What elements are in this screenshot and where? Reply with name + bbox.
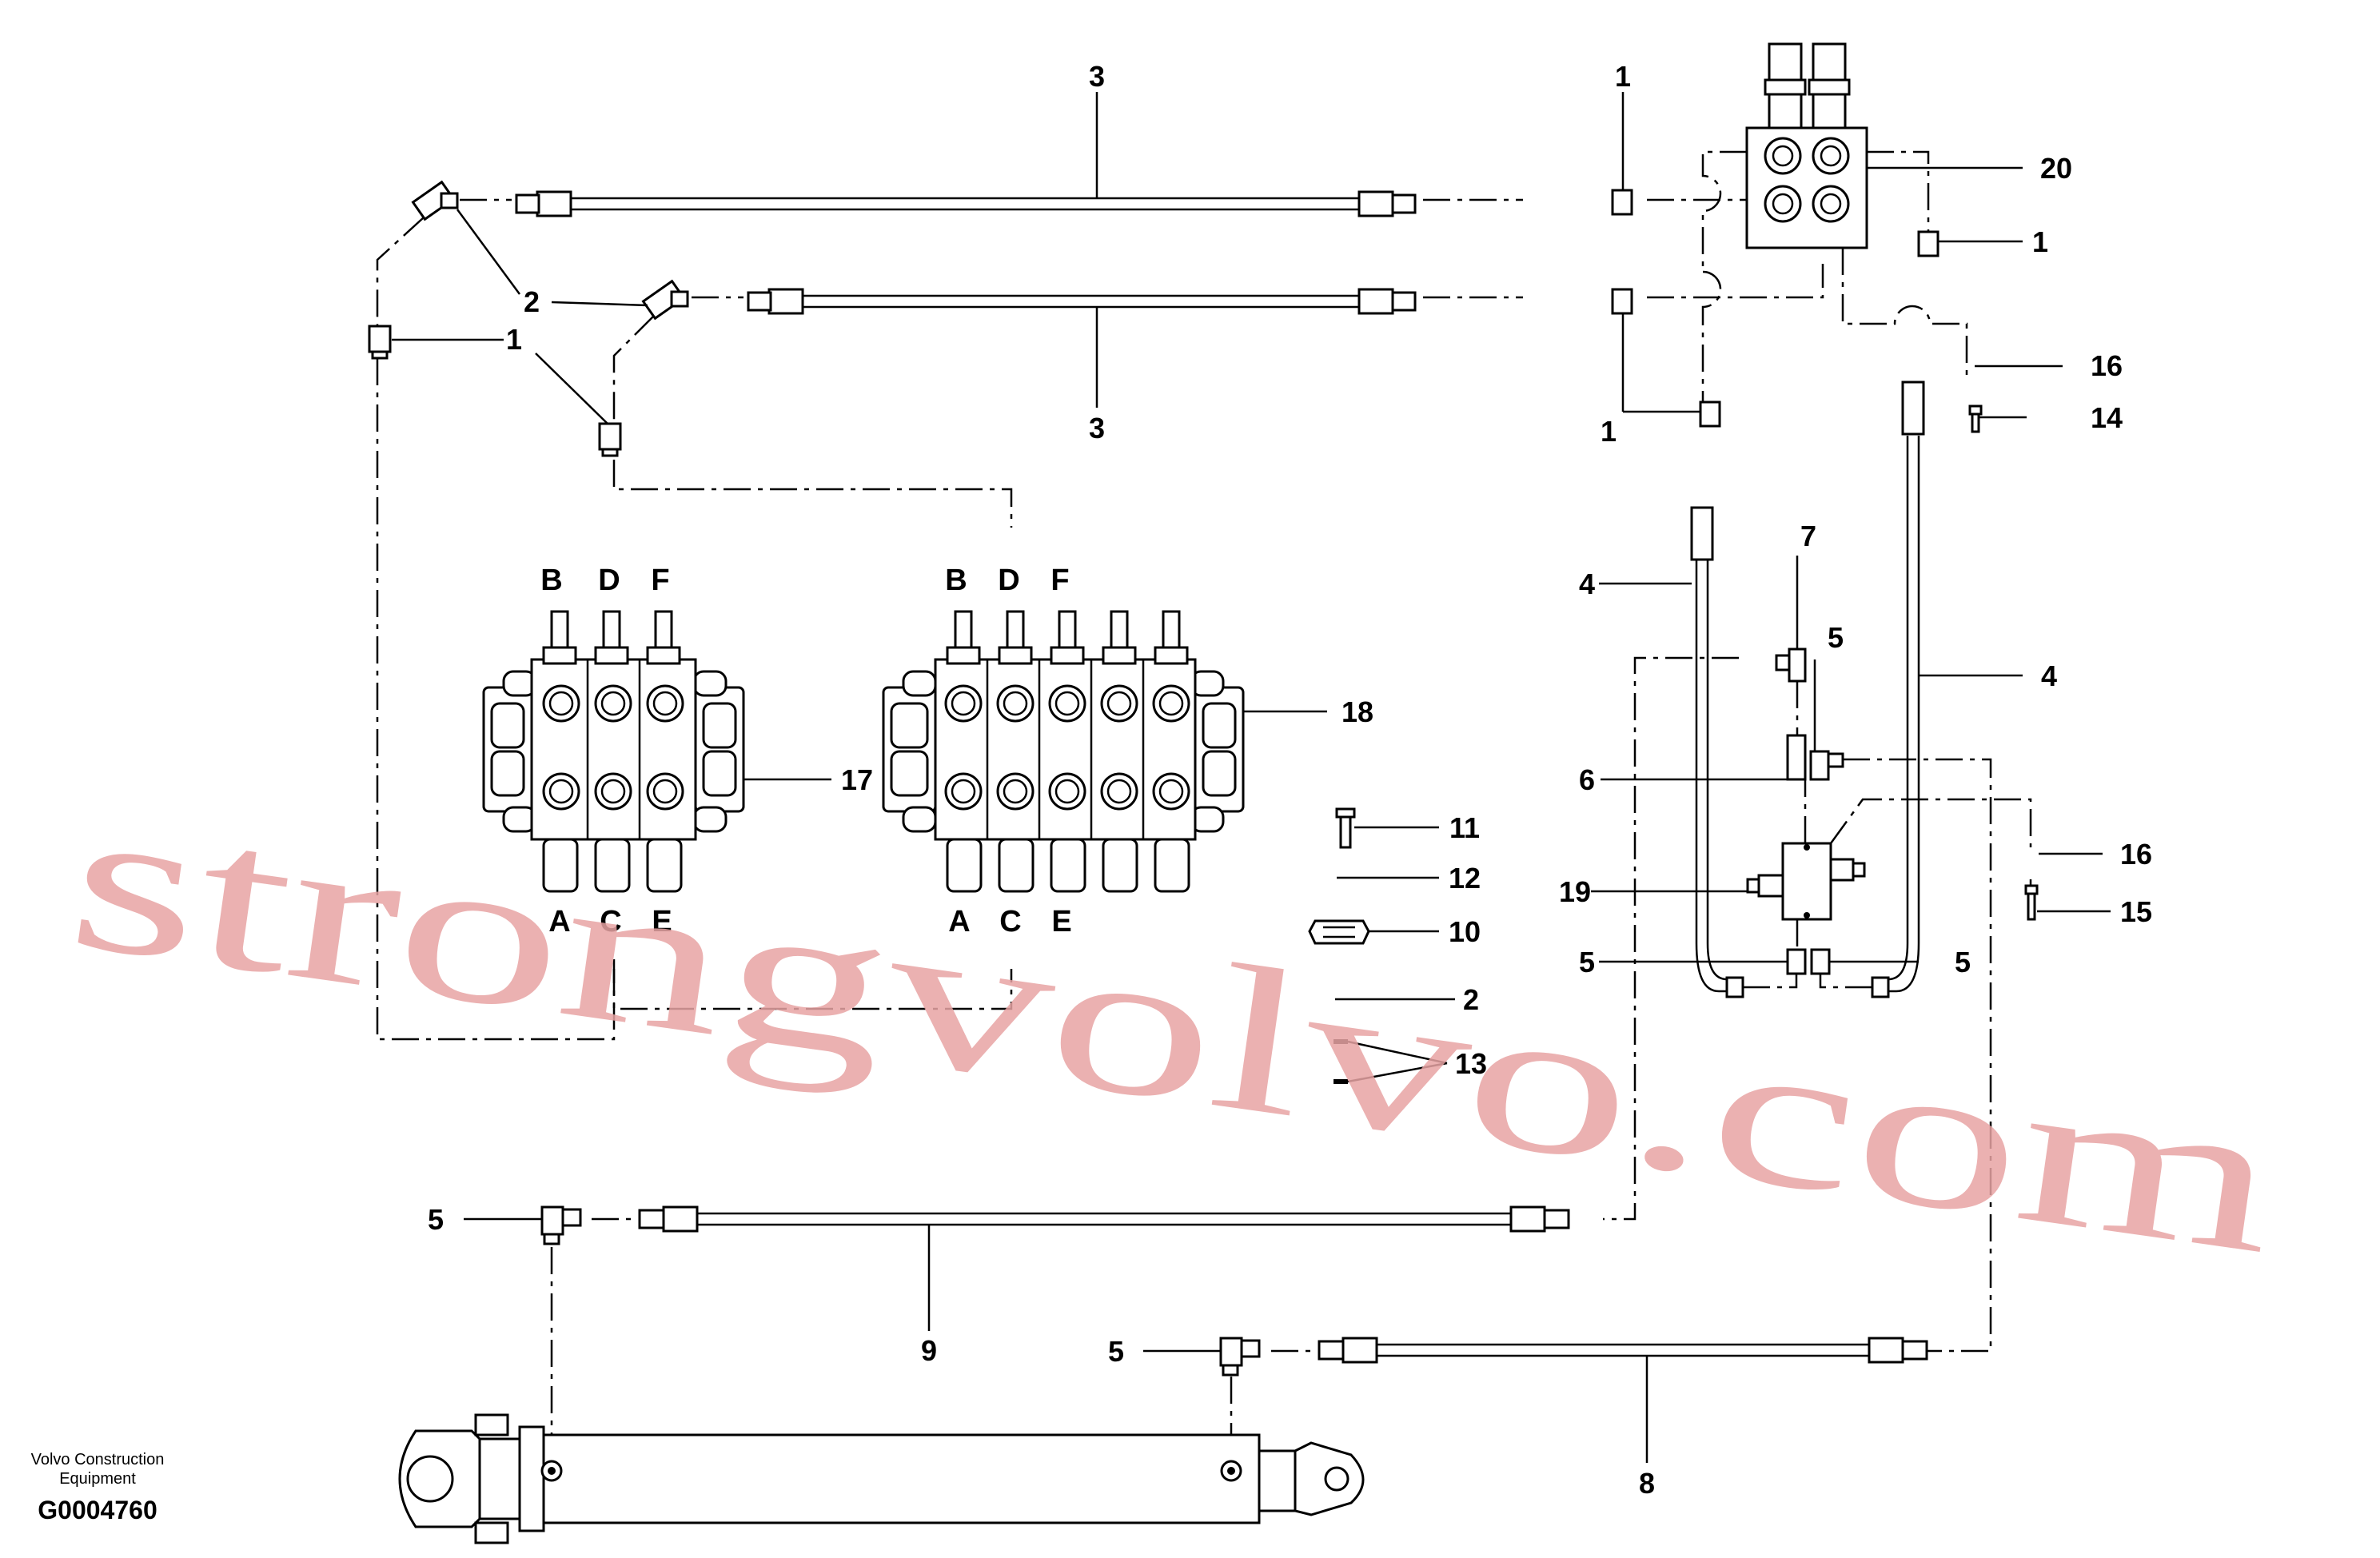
callout-14: 14 (2091, 401, 2123, 434)
port-label-a-right: A (948, 905, 970, 938)
callout-20: 20 (2040, 152, 2072, 185)
port-label-a-left: A (548, 905, 570, 938)
fitting-block-1 (1611, 189, 1633, 216)
callout-13: 13 (1455, 1047, 1487, 1080)
hose-9 (638, 1205, 1570, 1233)
cable-tie-13a (1334, 1039, 1348, 1044)
control-valve-5-section (882, 610, 1245, 893)
port-label-b-right: B (945, 564, 967, 597)
brand-line-2: Equipment (59, 1470, 136, 1488)
port-label-d-left: D (598, 564, 620, 597)
hose-8 (1318, 1337, 1928, 1364)
hose-vertical-right (1871, 381, 1925, 998)
callout-16-bottom: 16 (2120, 838, 2152, 871)
tee-fitting-6 (1786, 734, 1807, 781)
hydraulic-cylinder (398, 1413, 1365, 1544)
port-label-b-left: B (540, 564, 562, 597)
fitting-block-4 (1699, 400, 1721, 428)
port-label-e-left: E (652, 905, 672, 938)
tee-fitting-7 (1788, 648, 1807, 683)
port-label-e-right: E (1051, 905, 1071, 938)
cylinder-elbow-head (1219, 1337, 1261, 1377)
port-label-d-right: D (998, 564, 1019, 597)
control-valve-3-section (482, 610, 745, 893)
hose-lower (747, 288, 1417, 315)
callout-17: 17 (841, 763, 873, 796)
callout-6: 6 (1579, 763, 1595, 796)
callout-5-rod: 5 (428, 1203, 444, 1236)
straight-fitting-center (598, 422, 622, 457)
callout-16-top: 16 (2091, 349, 2123, 382)
callout-2-small: 2 (1463, 983, 1479, 1016)
bolt-11 (1335, 807, 1356, 849)
cable-tie-13b (1334, 1079, 1348, 1084)
elbow-fitting-lower (641, 279, 689, 321)
callout-5-head: 5 (1108, 1335, 1124, 1368)
callout-5-lower-right: 5 (1955, 946, 1971, 978)
hose-upper (515, 190, 1417, 217)
callout-1-left: 1 (506, 323, 522, 356)
bolt-15 (2024, 884, 2039, 921)
fitting-block-3 (1917, 230, 1939, 257)
callout-12: 12 (1449, 862, 1481, 895)
callout-5-upper: 5 (1828, 621, 1844, 654)
callout-8: 8 (1639, 1467, 1655, 1500)
check-valve-manifold (1746, 842, 1866, 921)
callout-11: 11 (1449, 811, 1480, 844)
callout-19: 19 (1559, 875, 1591, 908)
elbow-fitting-5a (1809, 750, 1830, 781)
elbow-fitting-upper (411, 180, 459, 221)
bolt-14 (1968, 404, 1983, 433)
callout-18: 18 (1341, 695, 1373, 728)
straight-fitting-left (368, 325, 392, 360)
callout-3-top: 3 (1089, 60, 1105, 93)
callout-1-top: 1 (1615, 60, 1631, 93)
port-label-c-left: C (600, 905, 621, 938)
cylinder-elbow-rod (540, 1205, 582, 1245)
hose-vertical-left (1690, 506, 1744, 998)
callout-15: 15 (2120, 895, 2152, 928)
callout-9: 9 (921, 1334, 937, 1367)
fitting-block-2 (1611, 288, 1633, 315)
solenoid-valve-block (1745, 42, 1868, 249)
callout-7: 7 (1800, 520, 1816, 552)
brand-line-1: Volvo Construction (31, 1451, 165, 1468)
callout-3-bottom: 3 (1089, 412, 1105, 444)
callout-5-lower-left: 5 (1579, 946, 1595, 978)
elbow-fitting-5c (1810, 948, 1831, 975)
callout-1-right: 1 (2032, 225, 2048, 258)
callout-1-middle: 1 (1601, 415, 1617, 448)
port-label-f-left: F (651, 564, 669, 597)
callout-4-left: 4 (1579, 568, 1595, 600)
elbow-fitting-5b (1786, 948, 1807, 975)
callout-10: 10 (1449, 915, 1481, 948)
port-label-c-right: C (999, 905, 1021, 938)
drawing-code: G0004760 (38, 1496, 157, 1524)
leader-lines (392, 92, 2111, 1463)
callout-2: 2 (524, 285, 540, 318)
callout-4-right: 4 (2041, 659, 2057, 692)
port-label-f-right: F (1050, 564, 1069, 597)
